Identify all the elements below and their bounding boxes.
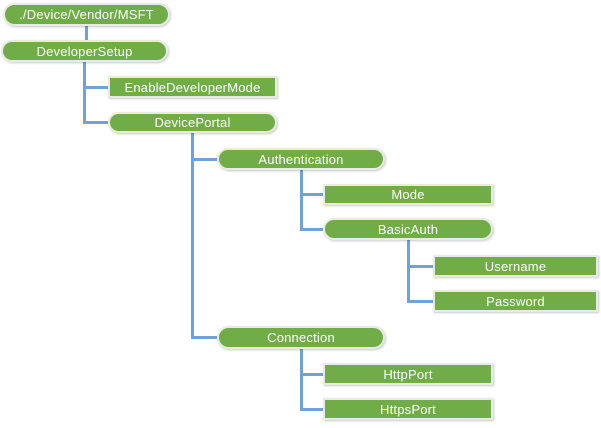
tree-node-httpport: HttpPort — [323, 363, 493, 385]
connector-segment — [299, 227, 323, 231]
tree-node-enabledevelopermode: EnableDeveloperMode — [108, 76, 277, 98]
connector-segment — [406, 240, 410, 303]
tree-node-label: Connection — [267, 330, 335, 345]
tree-node-label: DevicePortal — [154, 115, 231, 130]
tree-node-label: BasicAuth — [377, 221, 439, 237]
tree-node-label: ./Device/Vendor/MSFT — [19, 7, 154, 22]
connector-segment — [191, 157, 217, 161]
tree-node-developersetup: DeveloperSetup — [1, 40, 168, 62]
tree-node-label: Password — [486, 293, 545, 309]
connector-segment — [83, 121, 108, 124]
tree-node-username: Username — [433, 255, 598, 277]
connector-segment — [83, 85, 108, 89]
connector-segment — [406, 299, 433, 303]
tree-node-httpsport: HttpsPort — [323, 398, 493, 420]
connector-segment — [299, 349, 303, 411]
connector-segment — [83, 62, 86, 124]
tree-node-basicauth: BasicAuth — [323, 218, 493, 240]
tree-node-mode: Mode — [323, 184, 493, 205]
tree-node-password: Password — [433, 290, 598, 312]
tree-node-connection: Connection — [217, 326, 385, 349]
tree-node-deviceportal: DevicePortal — [108, 112, 277, 133]
connector-segment — [299, 193, 323, 196]
tree-node-label: DeveloperSetup — [36, 43, 133, 59]
tree-node-label: HttpPort — [383, 366, 433, 382]
tree-node-label: HttpsPort — [380, 401, 436, 417]
connector-segment — [299, 372, 323, 376]
connector-segment — [299, 407, 323, 411]
connector-segment — [85, 26, 88, 40]
tree-node-label: EnableDeveloperMode — [124, 79, 261, 95]
tree-node-msft: ./Device/Vendor/MSFT — [3, 3, 170, 26]
tree-node-label: Authentication — [258, 151, 344, 167]
connector-segment — [191, 133, 194, 339]
tree-node-label: Mode — [391, 187, 425, 202]
connector-segment — [406, 264, 433, 268]
tree-node-label: Username — [484, 258, 547, 274]
connector-segment — [299, 170, 303, 231]
tree-node-authentication: Authentication — [217, 148, 385, 170]
connector-segment — [191, 336, 217, 339]
